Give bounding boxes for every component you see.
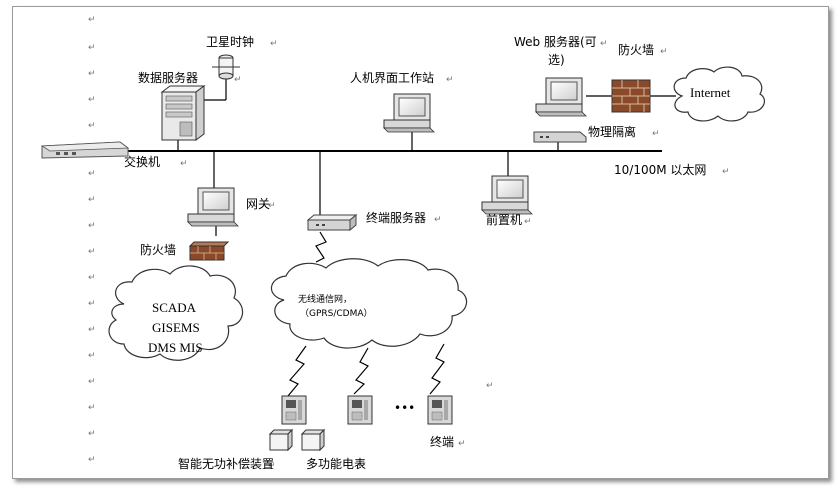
paragraph-mark: ↵ (88, 325, 96, 335)
firewall-top-label: 防火墙 (618, 42, 654, 57)
gateway-label: 网关 (246, 197, 270, 211)
paragraph-mark: ↵ (234, 75, 242, 85)
physical-isolation-label: 物理隔离 (588, 124, 636, 139)
paragraph-mark: ↵ (722, 167, 730, 177)
internet-cloud-icon (673, 66, 765, 122)
smart-compensator-label: 智能无功补偿装置 (178, 456, 274, 471)
wireless-network-label-1: 无线通信网， (298, 293, 352, 305)
wireless-cloud-icon (270, 258, 468, 349)
terminal-device-2 (347, 395, 373, 425)
paragraph-mark: ↵ (88, 377, 96, 387)
multi-meter-label: 多功能电表 (306, 457, 366, 471)
paragraph-mark: ↵ (88, 299, 96, 309)
satellite-clock-icon (212, 54, 240, 80)
terminal-label: 终端 (430, 434, 454, 449)
paragraph-mark: ↵ (88, 273, 96, 283)
paragraph-mark: ↵ (88, 43, 96, 53)
paragraph-mark: ↵ (88, 429, 96, 439)
paragraph-mark: ↵ (88, 121, 96, 131)
terminal-device-3 (427, 395, 453, 425)
paragraph-mark: ↵ (88, 169, 96, 179)
switch-icon (40, 141, 130, 159)
front-end-label: 前置机 (486, 212, 522, 227)
terminal-server-label: 终端服务器 (366, 210, 426, 225)
paragraph-mark: ↵ (446, 75, 454, 85)
paragraph-mark: ↵ (88, 455, 96, 465)
paragraph-mark: ↵ (88, 15, 96, 25)
terminal-device-1 (281, 395, 307, 425)
hmi-workstation-label: 人机界面工作站 (350, 71, 434, 85)
wireless-network-label-2: （GPRS/CDMA） (300, 308, 373, 319)
web-server-label-1: Web 服务器(可 (514, 34, 597, 49)
web-server-icon (535, 77, 587, 117)
firewall-left-label: 防火墙 (140, 242, 176, 257)
data-server-icon (160, 85, 206, 141)
internet-label: Internet (690, 85, 731, 100)
hmi-workstation-icon (383, 93, 435, 133)
ellipsis-dots: ••• (394, 401, 415, 415)
paragraph-mark: ↵ (88, 221, 96, 231)
paragraph-mark: ↵ (652, 129, 660, 139)
wireless-link-middle (353, 347, 369, 395)
web-server-label-2: 选) (548, 53, 565, 67)
switch-label: 交换机 (124, 154, 160, 169)
paragraph-mark: ↵ (88, 403, 96, 413)
paragraph-mark: ↵ (524, 217, 532, 227)
cloud-dms-label: DMS MIS (148, 340, 203, 355)
paragraph-mark: ↵ (358, 461, 366, 471)
paragraph-mark: ↵ (270, 39, 278, 49)
paragraph-mark: ↵ (600, 39, 608, 49)
paragraph-mark: ↵ (88, 95, 96, 105)
cloud-scada-label: SCADA (152, 300, 197, 315)
terminal-server-icon (306, 213, 358, 232)
wireless-link-right (429, 343, 445, 395)
wireless-link-top (315, 231, 327, 263)
front-end-pc-icon (481, 175, 533, 215)
paragraph-mark: ↵ (458, 439, 466, 449)
satellite-clock-label: 卫星时钟 (206, 34, 254, 49)
ethernet-label: 10/100M 以太网 (614, 162, 706, 177)
cloud-gisems-label: GISEMS (152, 320, 200, 335)
paragraph-mark: ↵ (486, 381, 494, 391)
data-server-label: 数据服务器 (138, 70, 198, 85)
paragraph-mark: ↵ (180, 159, 188, 169)
scada-cloud-icon (108, 265, 244, 361)
smart-compensator-icon (268, 428, 294, 452)
paragraph-mark: ↵ (434, 215, 442, 225)
paragraph-mark: ↵ (268, 201, 276, 211)
paragraph-mark: ↵ (268, 461, 276, 471)
gateway-pc-icon (187, 187, 239, 227)
wireless-link-left (287, 345, 307, 397)
paragraph-mark: ↵ (88, 195, 96, 205)
multi-meter-icon (300, 428, 326, 452)
paragraph-mark: ↵ (88, 351, 96, 361)
paragraph-mark: ↵ (88, 247, 96, 257)
firewall-top-icon (611, 79, 651, 113)
firewall-left-icon (188, 241, 230, 261)
paragraph-mark: ↵ (88, 69, 96, 79)
isolation-device-icon (533, 131, 587, 143)
paragraph-mark: ↵ (660, 47, 668, 57)
